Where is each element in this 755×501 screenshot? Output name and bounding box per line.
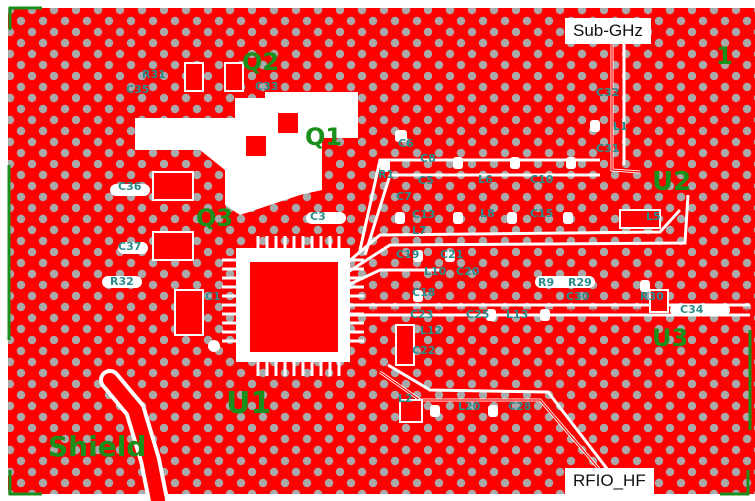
c8-label: C8: [420, 152, 436, 165]
c21-label: C21: [440, 248, 463, 261]
r29-label: R29: [568, 276, 592, 289]
c28-label: C28: [508, 400, 531, 413]
c6-label: C6: [398, 137, 414, 150]
c13-label: C13: [412, 208, 435, 221]
l13-label: L13: [506, 308, 528, 321]
l10-label: L10: [424, 265, 447, 278]
c7-label: C7: [396, 190, 412, 203]
r31-label: R31: [142, 68, 166, 81]
l6-label: L6: [478, 173, 493, 186]
c23-label: C23: [410, 308, 433, 321]
c10-label: C10: [530, 173, 554, 186]
l7-label: L7: [412, 224, 427, 237]
l20-label: L20: [458, 400, 481, 413]
silkscreen-components: U1 U2 U3 Q1 Q2 Q3 Shield 1: [48, 42, 733, 463]
board-outline: [7, 6, 752, 496]
c3-label: C3: [310, 210, 326, 223]
c36-label: C36: [118, 180, 142, 193]
l12-label: L12: [420, 324, 442, 337]
q3-label: Q3: [196, 204, 233, 232]
net-label-rfio-hf: RFIO_HF: [565, 468, 654, 494]
net-label-sub-ghz: Sub-GHz: [565, 18, 651, 44]
c37-label: C37: [118, 240, 141, 253]
c20-label: C20: [456, 265, 480, 278]
c22-label: C22: [412, 344, 435, 357]
q1-label: Q1: [305, 123, 342, 151]
c19-label: C19: [396, 248, 419, 261]
c15-label: C15: [530, 207, 553, 220]
r30-label: R30: [640, 290, 664, 303]
c18-label: C18: [412, 286, 435, 299]
l8-label: L8: [480, 207, 495, 220]
r9-label: R9: [538, 276, 554, 289]
u1-pins: [222, 236, 364, 376]
u3-label: U3: [652, 324, 688, 352]
c30-label: C30: [566, 290, 590, 303]
r32-label: R32: [110, 275, 134, 288]
c32-label: C32: [596, 86, 619, 99]
shield-label: Shield: [48, 430, 146, 463]
c25-label: C25: [466, 308, 489, 321]
l2-label: L2: [398, 392, 413, 405]
c5-label: C5: [418, 174, 434, 187]
l5-label: L5: [646, 210, 661, 223]
c34-label: C34: [680, 303, 704, 316]
c31-label: C31: [596, 142, 619, 155]
silkscreen-refdes: R31 C35 C33 C36 C37 R32 C6 C8 R1 L6 C10 …: [110, 68, 704, 413]
c1-label: C1: [205, 290, 221, 303]
u2-label: U2: [652, 167, 691, 197]
c35-label: C35: [126, 83, 149, 96]
u1-footprint: [236, 248, 350, 362]
q2-label: Q2: [242, 48, 279, 76]
u1-label: U1: [226, 386, 271, 421]
small-passive-pads: [102, 120, 730, 417]
pin1-marker: 1: [716, 42, 733, 70]
c33-label: C33: [255, 80, 278, 93]
r1-label: R1: [378, 168, 394, 181]
antenna-trace-left-inner: [103, 373, 165, 501]
component-pads: [152, 62, 669, 423]
l1-label: L1: [613, 120, 628, 133]
